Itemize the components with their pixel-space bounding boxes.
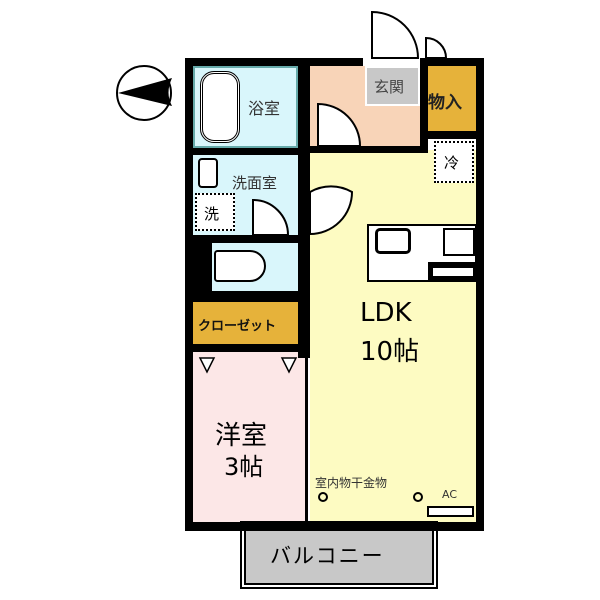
closet: [193, 302, 298, 344]
wall-outer-top: [185, 58, 363, 66]
bathtub: [200, 71, 240, 143]
closet-label: クローゼット: [198, 319, 277, 334]
storage: [428, 66, 476, 131]
western-size: 3帖: [224, 453, 264, 481]
kitchen-sink: [375, 228, 411, 254]
entrance-label: 玄関: [374, 78, 405, 96]
washroom-label: 洗面室: [232, 174, 278, 192]
refrigerator-space: [434, 141, 474, 183]
washer-label: 洗: [204, 205, 220, 223]
balcony: [242, 523, 436, 587]
western-label: 洋室: [215, 421, 268, 451]
ldk-label: LDK: [360, 298, 412, 328]
wall-outer-bottom: [185, 522, 484, 531]
ldk-size: 10帖: [360, 337, 420, 367]
genkan: [365, 66, 420, 106]
kitchen-stove: [443, 228, 475, 256]
refrigerator-label: 冷: [444, 154, 460, 172]
bath-label: 浴室: [248, 99, 281, 118]
washbasin: [198, 158, 218, 188]
drying-hooks-label: 室内物干金物: [315, 476, 388, 490]
storage-label: 物入: [428, 93, 462, 113]
balcony-label: バルコニー: [270, 544, 385, 568]
washer-space: [195, 193, 235, 231]
ac-label: AC: [442, 488, 458, 501]
toilet-icon: [214, 250, 266, 282]
wall-outer-right: [476, 58, 484, 531]
western-room: [193, 352, 305, 522]
